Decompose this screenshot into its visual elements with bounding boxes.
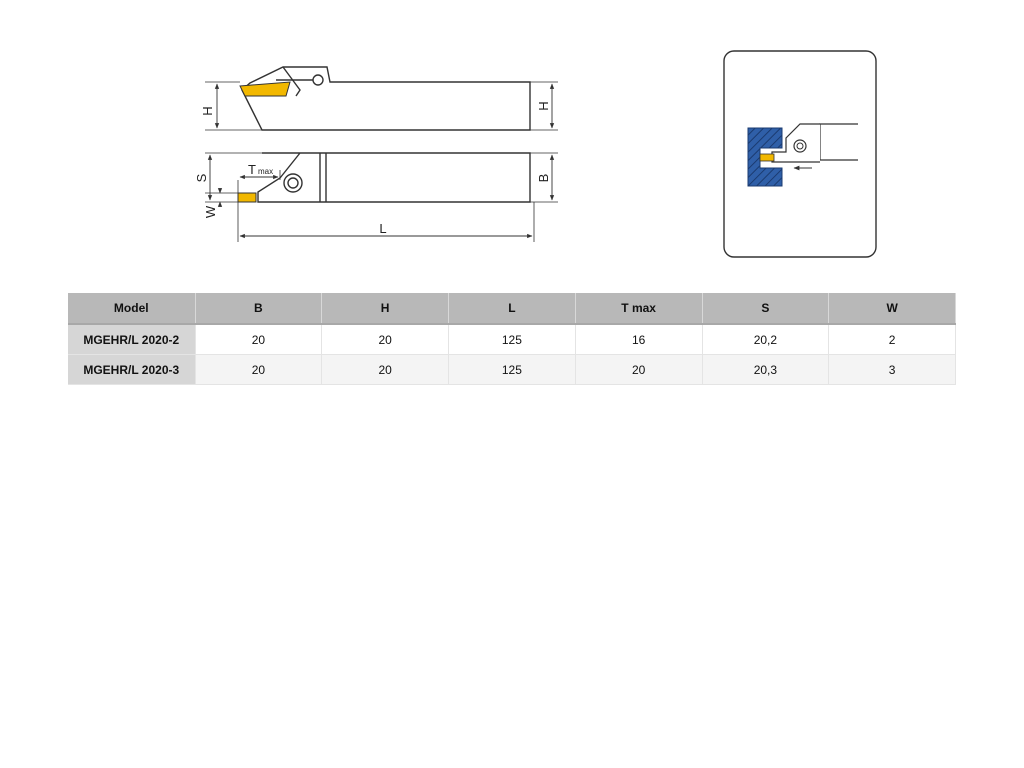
spec-table: Model B H L T max S W MGEHR/L 2020-2 20 … <box>68 293 956 385</box>
cell-model: MGEHR/L 2020-2 <box>68 323 196 355</box>
diagram-frame <box>723 50 877 258</box>
dim-label-b: B <box>536 174 551 183</box>
diagram-insert <box>759 153 775 162</box>
col-header-model: Model <box>68 293 196 324</box>
col-header-tmax: T max <box>575 293 703 324</box>
table-row: MGEHR/L 2020-3 20 20 125 20 20,3 3 <box>68 354 956 385</box>
cell-tmax: 20 <box>575 354 703 385</box>
table-row: MGEHR/L 2020-2 20 20 125 16 20,2 2 <box>68 323 956 355</box>
col-header-h: H <box>321 293 449 324</box>
cell-s: 20,3 <box>702 354 830 385</box>
cell-w: 2 <box>828 323 956 355</box>
cell-model: MGEHR/L 2020-3 <box>68 354 196 385</box>
dim-label-s: S <box>194 173 209 182</box>
tool-drawings: H H S B W T max L <box>0 0 1024 280</box>
table-header-row: Model B H L T max S W <box>68 293 956 324</box>
workpiece <box>747 127 783 187</box>
dim-label-h-left: H <box>200 106 215 115</box>
col-header-l: L <box>448 293 576 324</box>
cell-b: 20 <box>195 323 323 355</box>
cell-tmax: 16 <box>575 323 703 355</box>
dim-label-t-sub: max <box>258 167 273 176</box>
dim-label-l: L <box>379 221 386 236</box>
cell-b: 20 <box>195 354 323 385</box>
dim-label-h-right: H <box>536 101 551 110</box>
side-view-body <box>241 66 531 131</box>
cell-w: 3 <box>828 354 956 385</box>
cell-h: 20 <box>321 354 449 385</box>
cell-h: 20 <box>321 323 449 355</box>
cell-s: 20,2 <box>702 323 830 355</box>
top-insert <box>237 192 257 203</box>
tool-technical-drawing: H H S B W T max L <box>194 66 558 242</box>
cell-l: 125 <box>448 323 576 355</box>
cell-l: 125 <box>448 354 576 385</box>
col-header-s: S <box>702 293 830 324</box>
side-insert <box>239 81 291 97</box>
col-header-w: W <box>828 293 956 324</box>
col-header-b: B <box>195 293 323 324</box>
dim-label-t: T <box>248 162 256 177</box>
dim-label-w: W <box>203 205 218 218</box>
